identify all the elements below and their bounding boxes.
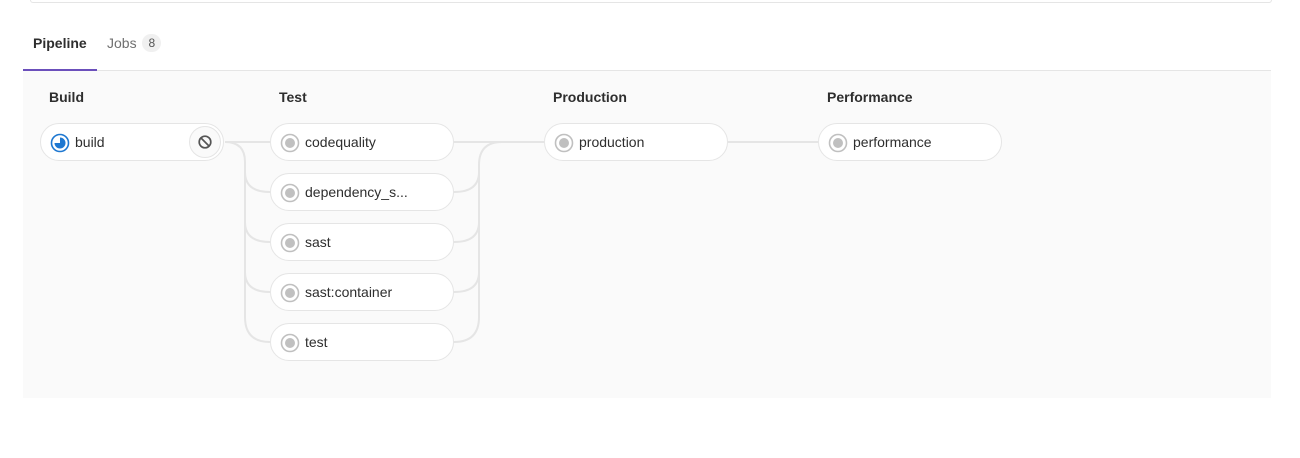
created-icon	[280, 283, 300, 303]
job-name: dependency_s...	[305, 184, 408, 200]
job-name: codequality	[305, 134, 376, 150]
cancel-button[interactable]	[189, 126, 221, 158]
tab-pipeline-label: Pipeline	[33, 35, 87, 51]
cancel-icon	[198, 135, 212, 149]
job-name: test	[305, 334, 328, 350]
created-icon	[280, 133, 300, 153]
job-sast-container[interactable]: sast:container	[270, 273, 454, 311]
job-production[interactable]: production	[544, 123, 728, 161]
stage-title-test: Test	[279, 89, 307, 105]
pipeline-graph: Build build Test codequality dependency_…	[23, 71, 1271, 398]
tab-jobs[interactable]: Jobs 8	[97, 22, 171, 70]
tab-jobs-label: Jobs	[107, 35, 137, 51]
job-performance[interactable]: performance	[818, 123, 1002, 161]
job-test[interactable]: test	[270, 323, 454, 361]
details-panel-edge	[30, 0, 1272, 3]
jobs-count-badge: 8	[142, 34, 162, 52]
job-dependency-scanning[interactable]: dependency_s...	[270, 173, 454, 211]
stage-title-production: Production	[553, 89, 627, 105]
job-name: performance	[853, 134, 932, 150]
job-name: sast	[305, 234, 331, 250]
job-name: sast:container	[305, 284, 393, 300]
job-name: production	[579, 134, 645, 150]
job-name: build	[75, 134, 105, 150]
tab-pipeline[interactable]: Pipeline	[23, 22, 97, 71]
created-icon	[280, 183, 300, 203]
created-icon	[280, 233, 300, 253]
created-icon	[280, 333, 300, 353]
stage-connectors	[224, 141, 818, 343]
job-codequality[interactable]: codequality	[270, 123, 454, 161]
created-icon	[554, 133, 574, 153]
job-sast[interactable]: sast	[270, 223, 454, 261]
running-icon	[50, 133, 70, 153]
stage-title-build: Build	[49, 89, 84, 105]
stage-title-performance: Performance	[827, 89, 913, 105]
pipeline-tabs: Pipeline Jobs 8	[23, 22, 1271, 71]
job-build[interactable]: build	[40, 123, 224, 161]
created-icon	[828, 133, 848, 153]
